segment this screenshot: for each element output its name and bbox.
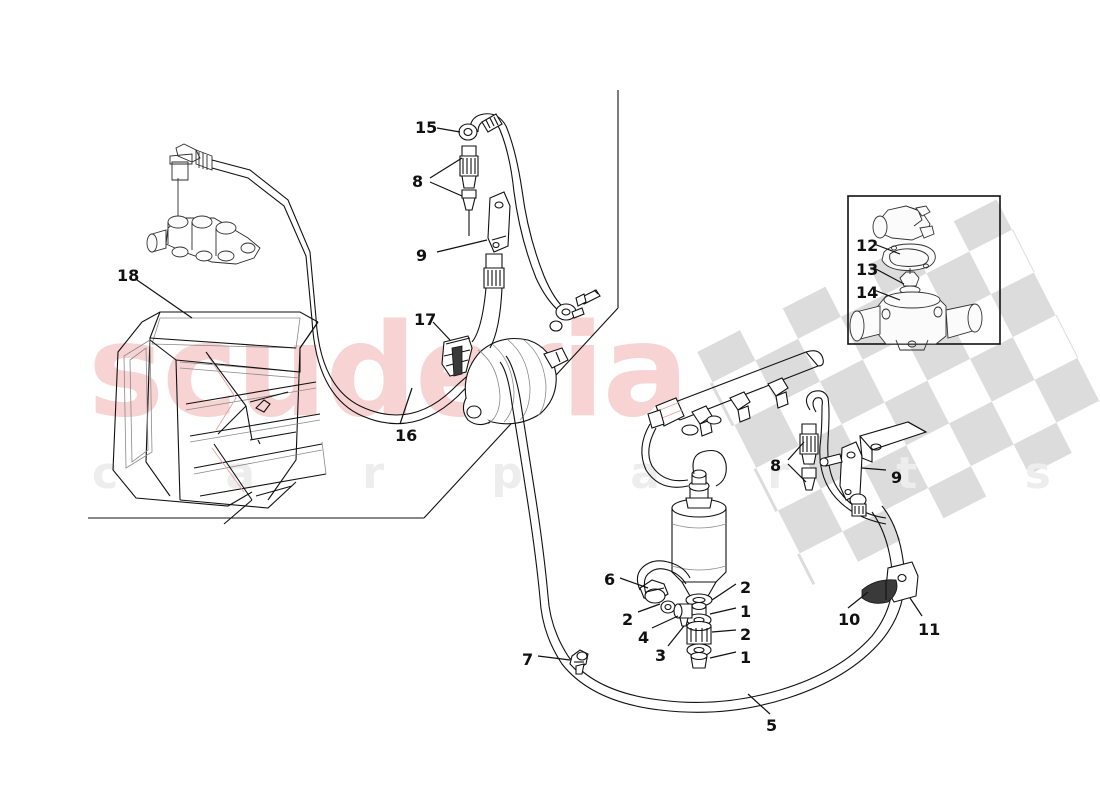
fuel-accumulator bbox=[462, 337, 569, 426]
callout-14: 14 bbox=[856, 283, 879, 302]
hose-clamp-17 bbox=[441, 335, 473, 377]
callout-10: 10 bbox=[838, 610, 861, 629]
fuel-rail bbox=[641, 350, 824, 488]
callout-8-top: 8 bbox=[412, 172, 424, 191]
callout-2-a: 2 bbox=[740, 578, 752, 597]
small-clip-7 bbox=[569, 649, 589, 675]
leader-lines bbox=[136, 127, 923, 715]
lower-fitting-cluster bbox=[799, 390, 928, 525]
callout-15: 15 bbox=[415, 118, 438, 137]
callout-9-right: 9 bbox=[891, 468, 903, 487]
fuel-filter-can bbox=[671, 449, 727, 597]
fuel-return-hose-5 bbox=[499, 355, 906, 713]
callout-9-top: 9 bbox=[416, 246, 428, 265]
callout-12: 12 bbox=[856, 236, 879, 255]
callout-3: 3 bbox=[655, 646, 667, 665]
callout-1-b: 1 bbox=[740, 648, 752, 667]
seal-stack bbox=[636, 560, 713, 669]
callout-13: 13 bbox=[856, 260, 879, 279]
upper-fitting-cluster bbox=[458, 113, 601, 349]
callout-17: 17 bbox=[414, 310, 437, 329]
callout-7: 7 bbox=[522, 650, 534, 669]
callout-8-right: 8 bbox=[770, 456, 782, 475]
thermostat-inset bbox=[847, 195, 1001, 351]
callout-1-a: 1 bbox=[740, 602, 752, 621]
callout-2-b: 2 bbox=[740, 625, 752, 644]
watermark-car-parts: c a r p a r t s bbox=[92, 448, 1097, 499]
callout-4: 4 bbox=[638, 628, 650, 647]
reference-outline bbox=[88, 90, 619, 519]
callout-5: 5 bbox=[766, 716, 778, 735]
callout-6: 6 bbox=[604, 570, 616, 589]
engine-cover-18 bbox=[112, 311, 327, 525]
callout-18: 18 bbox=[117, 266, 140, 285]
callout-2-left: 2 bbox=[622, 610, 634, 629]
callout-16: 16 bbox=[395, 426, 418, 445]
hose-bracket-assembly bbox=[861, 561, 919, 604]
callout-11: 11 bbox=[918, 620, 941, 639]
fuel-distribution-block bbox=[146, 143, 317, 321]
